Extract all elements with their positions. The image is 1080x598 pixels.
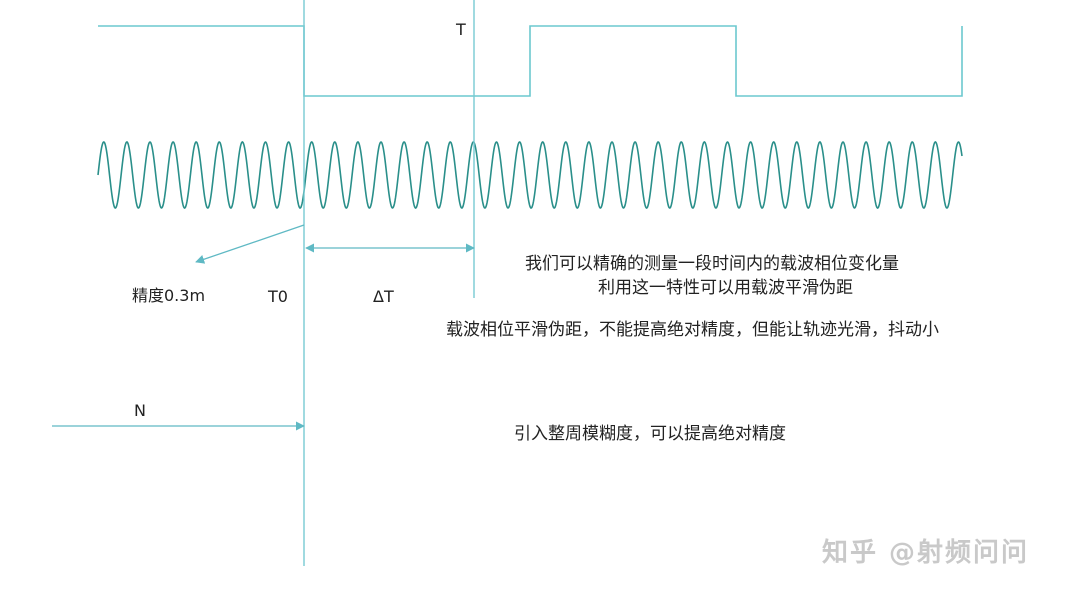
precision-label: 精度0.3m <box>132 286 206 305</box>
note-smoothing-effect: 载波相位平滑伪距，不能提高绝对精度，但能让轨迹光滑，抖动小 <box>446 320 939 340</box>
n-label: N <box>134 401 146 420</box>
carrier-wave <box>97 141 963 209</box>
note-smooth-pseudorange: 利用这一特性可以用载波平滑伪距 <box>598 278 853 298</box>
note-measure-phase: 我们可以精确的测量一段时间内的载波相位变化量 <box>525 254 899 274</box>
t0-label: T0 <box>268 287 288 306</box>
watermark: 知乎 @射频问问 <box>822 538 1030 568</box>
t-label: T <box>456 20 466 39</box>
delta-t-label: ΔT <box>373 287 394 306</box>
square-wave <box>98 25 963 97</box>
note-integer-ambiguity: 引入整周模糊度，可以提高绝对精度 <box>514 424 786 444</box>
precision-arrow <box>195 224 305 264</box>
